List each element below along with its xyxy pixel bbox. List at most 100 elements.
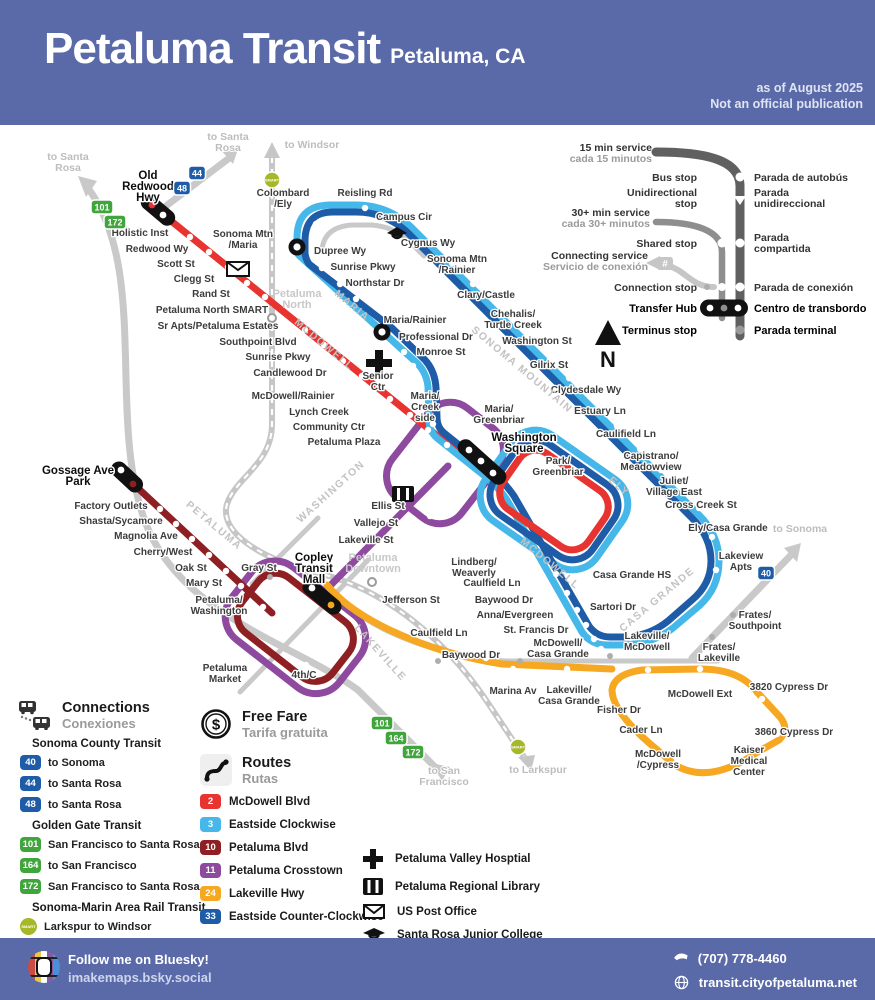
bus-stop-dot — [429, 420, 437, 428]
stop-label: Monroe St — [417, 347, 467, 358]
route-badge-40: 40 — [756, 565, 776, 581]
route-badge-SMART: SMART — [263, 171, 281, 189]
stop-label: McDowell/Cypress — [635, 749, 681, 771]
stop-label: Dupree Wy — [314, 246, 366, 257]
connection-badge-44: 44 — [20, 776, 41, 791]
route-badge-172: 172 — [103, 214, 127, 230]
bluesky-line1: Follow me on Bluesky! — [68, 952, 209, 967]
stop-label: Baywood Dr — [442, 650, 500, 661]
bus-stop-dot — [613, 422, 621, 430]
svg-text:Terminus stop: Terminus stop — [622, 325, 697, 337]
stop-label: Gray St — [241, 563, 277, 574]
bus-stop-dot — [428, 240, 436, 248]
stop-label: Vallejo St — [354, 518, 399, 529]
connection-group-name: Sonoma-Marin Area Rail Transit — [32, 902, 206, 914]
stop-label: Anna/Evergreen — [477, 610, 554, 621]
bus-stop-dot — [409, 362, 417, 370]
bus-stop-dot — [413, 526, 421, 534]
stop-label: Gilrix St — [530, 360, 569, 371]
stop-label: Colombard/Ely — [257, 188, 310, 210]
connection-badge-SMART: SMART — [20, 918, 37, 935]
hospital-icon — [363, 849, 383, 869]
svg-text:cada 30+ minutos: cada 30+ minutos — [562, 218, 651, 230]
bus-stop-dot — [595, 404, 603, 412]
post-map-icon — [226, 261, 250, 277]
landmark-icons — [226, 227, 414, 502]
bus-stop-dot — [712, 566, 720, 574]
bus-stop-dot — [568, 487, 576, 495]
bus-stop-dot — [590, 635, 598, 643]
bus-stop-dot — [500, 311, 508, 319]
svg-text:SMART: SMART — [511, 745, 526, 750]
landmark-row: Petaluma Regional Library — [363, 878, 563, 895]
bus-stop-dot — [352, 295, 360, 303]
route-33-washington-loop — [486, 436, 622, 564]
road-to-sonoma — [688, 550, 796, 662]
connection-group-name: Golden Gate Transit — [32, 820, 142, 832]
svg-text:$: $ — [212, 717, 221, 734]
stop-label: Rand St — [192, 289, 230, 300]
route-name: Petaluma Crosstown — [229, 864, 343, 877]
bus-stop-dot — [448, 259, 456, 267]
connection-label: San Francisco to Santa Rosa — [48, 880, 200, 893]
stop-label: Community Ctr — [293, 422, 365, 433]
connection-group-name: Sonoma County Transit — [32, 738, 162, 750]
bus-stop-dot — [627, 631, 635, 639]
svg-text:Servicio de conexión: Servicio de conexión — [543, 261, 648, 273]
route-name: Petaluma Blvd — [229, 841, 309, 854]
svg-text:172: 172 — [107, 218, 122, 228]
bus-stop-dot — [358, 372, 366, 380]
smart-rail-dashes — [224, 157, 527, 761]
bus-stop-dot — [424, 426, 432, 434]
bus-stop-dot — [657, 587, 665, 595]
stop-label: Marina Av — [489, 686, 536, 697]
stop-label: Scott St — [157, 259, 195, 270]
svg-text:Parada de conexión: Parada de conexión — [754, 282, 853, 294]
stop-label: Sunrise Pkwy — [330, 262, 395, 273]
stop-label: Frates/Lakeville — [698, 642, 741, 664]
connection-label: to San Francisco — [48, 859, 137, 872]
stop-label: Sonoma Mtn/Rainier — [427, 254, 487, 276]
route-badge-24: 24 — [200, 886, 221, 901]
bus-stop-dot — [243, 279, 251, 287]
stop-label: Sunrise Pkwy — [245, 352, 310, 363]
connection-label: Larkspur to Windsor — [44, 920, 152, 933]
svg-text:compartida: compartida — [754, 243, 811, 255]
connection-stop-dot — [267, 574, 273, 580]
stop-label: 3860 Cypress Dr — [755, 727, 833, 738]
svg-text:unidireccional: unidireccional — [754, 198, 825, 210]
stop-label: Capistrano/Meadowview — [620, 451, 681, 473]
bluesky-handle[interactable]: imakemaps.bsky.social — [68, 970, 212, 985]
route-badge-44: 44 — [187, 165, 207, 181]
website-url[interactable]: transit.cityofpetaluma.net — [698, 974, 857, 990]
landmark-row: US Post Office — [363, 904, 563, 919]
stop-label: Fisher Dr — [597, 705, 641, 716]
stop-label: McDowell/Casa Grande — [527, 638, 589, 660]
stop-label: Petaluma Plaza — [308, 437, 381, 448]
stop-label: 3820 Cypress Dr — [750, 682, 828, 693]
svg-text:101: 101 — [94, 203, 109, 213]
route-badge-48: 48 — [172, 180, 192, 196]
stop-label: Sartori Dr — [590, 602, 636, 613]
svg-text:172: 172 — [405, 748, 420, 758]
stop-label: Professional Dr — [399, 332, 473, 343]
stop-label: Sonoma Mtn/Maria — [213, 229, 273, 251]
stop-label: Sr Apts/Petaluma Estates — [158, 321, 279, 332]
